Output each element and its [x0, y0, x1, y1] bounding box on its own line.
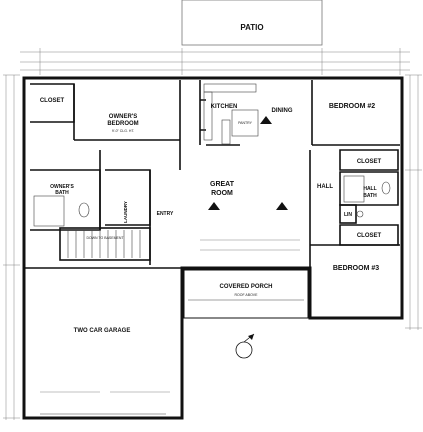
pantry-note: PANTRY [238, 121, 253, 125]
north-arrow-icon [235, 333, 255, 359]
patio: PATIO [181, 0, 323, 46]
hall-bath-label-2: BATH [363, 193, 377, 199]
exterior-walls [22, 76, 404, 420]
room-arrows [208, 116, 288, 210]
closet-master-label: CLOSET [40, 98, 65, 104]
linen-label: LIN [344, 212, 352, 218]
entry-label: ENTRY [157, 211, 174, 217]
covered-porch-label: COVERED PORCH [219, 284, 272, 290]
interior-walls [24, 80, 400, 269]
garage-label: TWO CAR GARAGE [74, 328, 131, 334]
closet3-label: CLOSET [357, 233, 382, 239]
right-dimensions [405, 74, 422, 330]
inner-dimensions [40, 239, 300, 393]
left-dimensions [3, 74, 20, 420]
owners-bedroom-label-1: OWNER'S [109, 114, 137, 120]
porch-roof-note: ROOF ABOVE [235, 293, 259, 297]
laundry-label: LAUNDRY [123, 201, 128, 223]
top-dimensions [20, 48, 410, 75]
dining-label: DINING [272, 108, 293, 114]
basement-note: DOWN TO BASEMENT [86, 236, 124, 240]
owners-bedroom-label-2: BEDROOM [107, 121, 138, 127]
bath-fixtures [33, 175, 391, 227]
great-room-label-2: ROOM [211, 190, 233, 197]
owners-bath-label-2: BATH [55, 190, 69, 196]
garage-door [40, 413, 166, 419]
great-room-label-1: GREAT [210, 181, 235, 188]
hall-label: HALL [317, 184, 333, 190]
owners-bath-label-1: OWNER'S [50, 184, 74, 190]
basement-stairs [67, 230, 141, 258]
closet2-label: CLOSET [357, 159, 382, 165]
ceiling-height-note: 9'-0" CLG. HT. [112, 129, 135, 133]
hall-bath-label-1: HALL [363, 186, 376, 192]
bedroom2-label: BEDROOM #2 [329, 103, 375, 110]
covered-porch [183, 269, 309, 319]
patio-label: PATIO [240, 23, 263, 32]
kitchen-counters [203, 83, 257, 145]
kitchen-label: KITCHEN [211, 104, 238, 110]
bedroom3-label: BEDROOM #3 [333, 265, 379, 272]
